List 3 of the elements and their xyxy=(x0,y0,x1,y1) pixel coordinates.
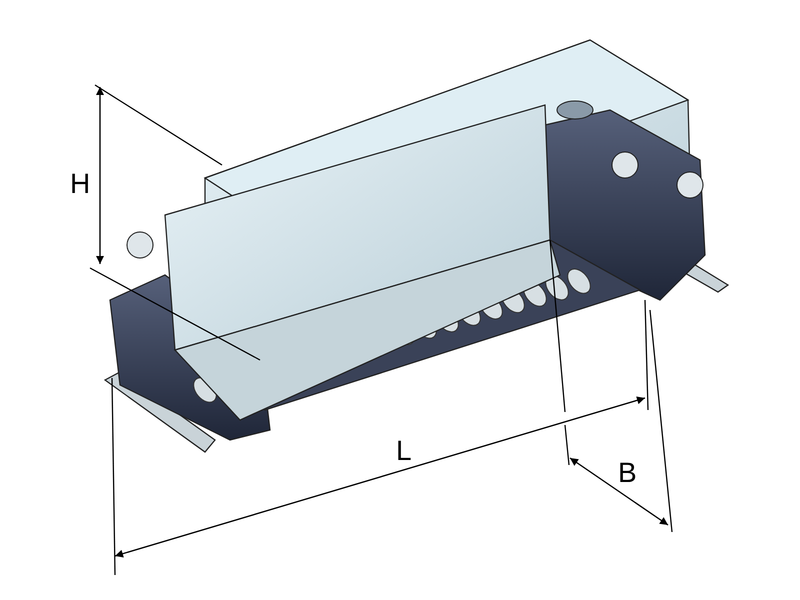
dimension-label: L xyxy=(396,437,412,465)
dimension-label: B xyxy=(618,459,637,487)
dimension-label: H xyxy=(70,170,90,198)
